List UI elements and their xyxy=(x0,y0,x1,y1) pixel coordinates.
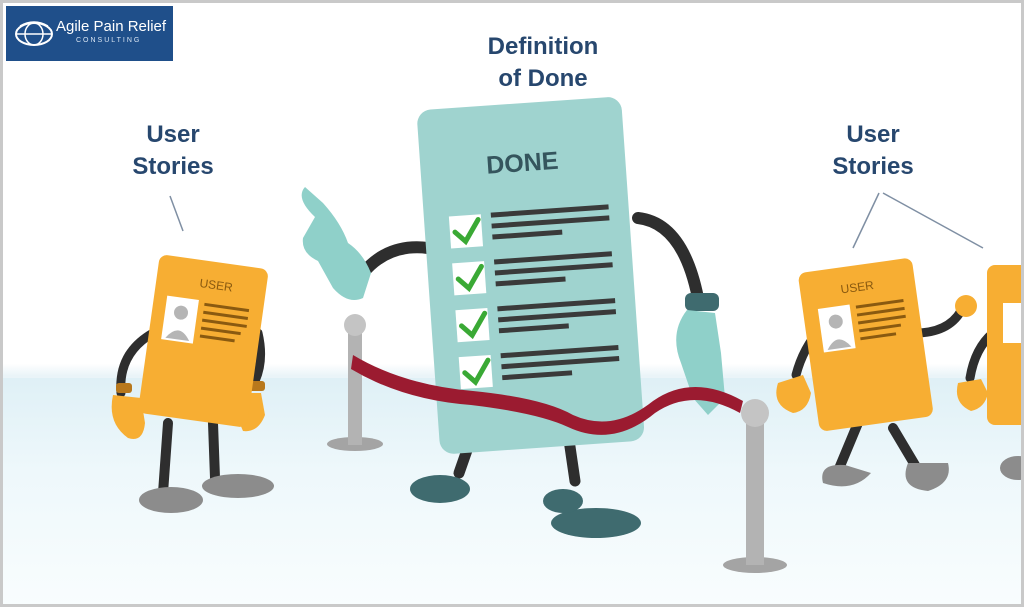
definition-line2: of Done xyxy=(498,65,588,92)
done-card: DONE xyxy=(417,97,645,454)
scene: DONE xyxy=(111,97,1021,573)
stanchion-left xyxy=(327,314,383,451)
globe-icon xyxy=(15,21,53,46)
done-title: DONE xyxy=(485,147,559,180)
user-stories-left-line2: Stories xyxy=(132,153,214,180)
velvet-rope xyxy=(351,355,743,435)
left-user-character: USER xyxy=(111,255,274,513)
done-character-arms xyxy=(301,187,725,415)
user-stories-label-right: User Stories xyxy=(803,119,943,183)
brand-logo[interactable]: Agile Pain Relief CONSULTING xyxy=(6,6,173,61)
user-stories-label-left: User Stories xyxy=(103,119,243,183)
user-stories-right-line2: Stories xyxy=(832,153,914,180)
checklist-row-2 xyxy=(452,251,613,296)
right-user-badge-1: USER xyxy=(840,278,875,297)
definition-line1: Definition xyxy=(487,33,599,60)
checklist-row-1 xyxy=(448,204,610,249)
left-user-badge: USER xyxy=(199,276,234,295)
logo-subtitle: CONSULTING xyxy=(76,37,142,44)
checklist-row-3 xyxy=(455,298,617,343)
right-pointer-line-2 xyxy=(882,192,984,249)
right-pointer-line-1 xyxy=(852,192,880,249)
right-user-character-2 xyxy=(956,265,1021,480)
right-user-character-1: USER xyxy=(776,258,977,491)
stanchion-right xyxy=(723,399,787,573)
left-pointer-line xyxy=(169,195,184,232)
checklist-row-4 xyxy=(458,345,620,390)
user-stories-left-line1: User xyxy=(146,121,200,148)
user-stories-right-line1: User xyxy=(846,121,900,148)
definition-of-done-label: Definition of Done xyxy=(443,31,643,95)
logo-name: Agile Pain Relief xyxy=(56,18,167,35)
